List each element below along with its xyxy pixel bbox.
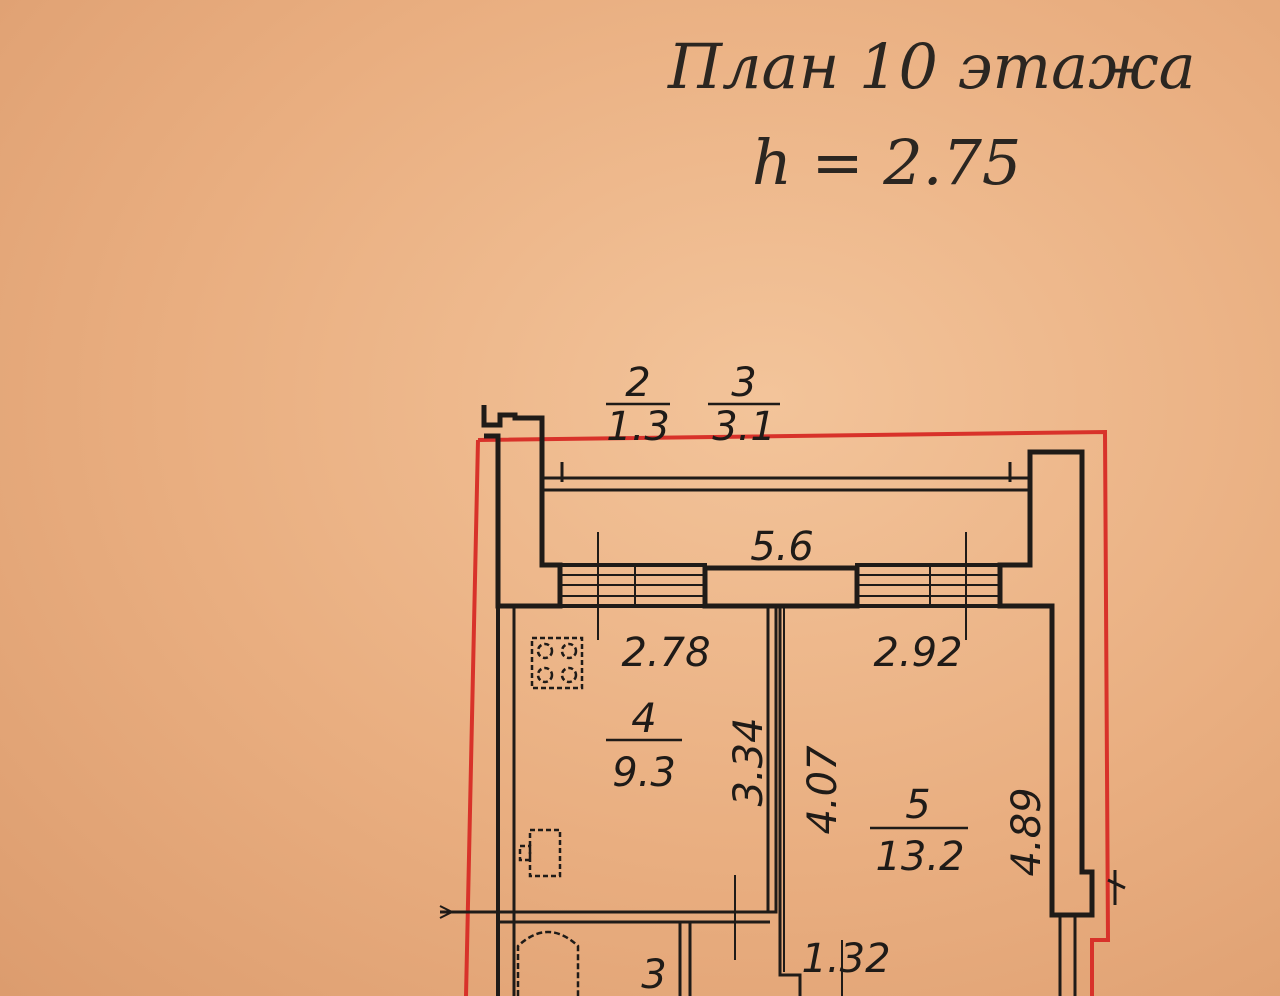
room-5-number: 5: [905, 782, 930, 828]
room-3-number: 3: [731, 360, 756, 406]
fraction-bars: [606, 402, 968, 830]
ceiling-height-label: h = 2.75: [752, 126, 1022, 199]
balcony-walls: [481, 405, 1095, 918]
room-2-area: 1.3: [606, 404, 670, 450]
room-5-area: 13.2: [875, 834, 964, 880]
balcony-railing: [542, 462, 1030, 492]
dim-kitchen-width: 2.78: [621, 630, 710, 676]
room-4-number: 4: [631, 696, 656, 742]
room-bath-number: 3: [641, 952, 666, 996]
plan-title: План 10 этажа: [668, 30, 1196, 103]
dim-room-depth-inner: 4.07: [800, 745, 846, 835]
dimension-ticks: [597, 532, 967, 996]
interior-walls: [439, 604, 1126, 996]
apartment-outline: [464, 429, 1111, 996]
room-2-number: 2: [625, 360, 650, 406]
dim-corridor-width: 1.32: [801, 936, 890, 982]
room-3-area: 3.1: [712, 404, 776, 450]
stove-icon: [530, 636, 584, 690]
dim-total-width: 5.6: [750, 524, 814, 570]
dim-room-width: 2.92: [873, 630, 962, 676]
dim-kitchen-depth: 3.34: [726, 717, 772, 806]
sink-icon: [518, 828, 562, 878]
bath-icon: [516, 930, 580, 996]
window-wall: [558, 563, 1002, 609]
dim-room-depth-outer: 4.89: [1004, 787, 1050, 876]
room-4-area: 9.3: [612, 750, 676, 796]
